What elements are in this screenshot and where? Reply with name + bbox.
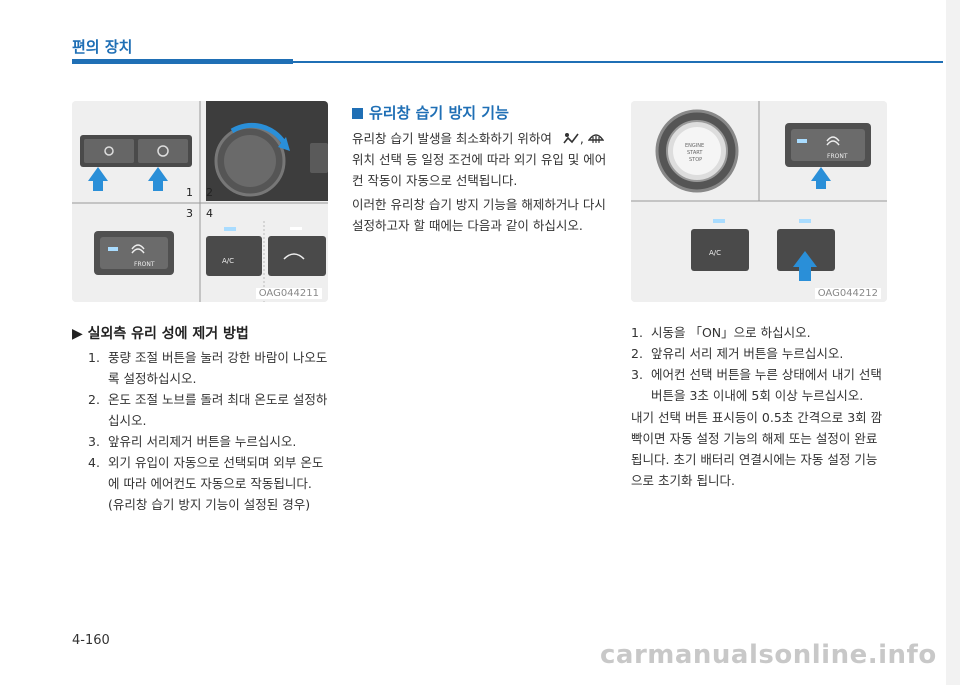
list-item: 4.외기 유입이 자동으로 선택되며 외부 온도에 따라 에어컨도 자동으로 작… (88, 455, 324, 512)
heading-bullet (352, 108, 363, 119)
svg-text:START: START (687, 150, 703, 156)
list-item: 1.시동을 「ON」으로 하십시오. (631, 325, 811, 340)
figure-label-3: 3 (186, 207, 193, 220)
figure-label-4: 4 (206, 207, 213, 220)
header-divider-thin (293, 61, 943, 63)
watermark: carmanualsonline.info (600, 640, 937, 670)
figure-right: ENGINE START STOP FRONT A/C OAG044212 (631, 101, 887, 302)
svg-text:FRONT: FRONT (827, 153, 848, 160)
middle-section-heading: 유리창 습기 방지 기능 (352, 102, 509, 123)
svg-text:A/C: A/C (709, 249, 721, 257)
list-item: 2.온도 조절 노브를 돌려 최대 온도로 설정하십시오. (88, 392, 328, 428)
middle-paragraph-1: 유리창 습기 발생을 최소화하기 위하여 , 위치 선택 등 일정 조건에 따라… (352, 129, 607, 188)
middle-section-title: 유리창 습기 방지 기능 (369, 104, 509, 122)
svg-text:FRONT: FRONT (134, 261, 155, 268)
svg-text:ENGINE: ENGINE (685, 143, 704, 149)
figure-left-code: OAG044211 (255, 288, 322, 299)
middle-paragraph-2: 이러한 유리창 습기 방지 기능을 해제하거나 다시 설정하고자 할 때에는 다… (352, 197, 606, 233)
figure-right-illustration: ENGINE START STOP FRONT A/C (631, 101, 887, 302)
figure-left: FRONT A/C 1 2 3 4 OAG044211 (72, 101, 328, 302)
header-divider-thick (72, 59, 293, 64)
figure-label-2: 2 (206, 186, 213, 199)
right-paragraph: 내기 선택 버튼 표시등이 0.5초 간격으로 3회 깜빡이면 자동 설정 기능… (631, 410, 883, 488)
list-item: 3.앞유리 서리제거 버튼을 누르십시오. (88, 434, 297, 449)
mode-icon (562, 129, 580, 144)
left-steps-list: 1.풍량 조절 버튼을 눌러 강한 바람이 나오도록 설정하십시오. 2.온도 … (88, 347, 332, 515)
page-number: 4-160 (72, 633, 110, 648)
right-steps-list: 1.시동을 「ON」으로 하십시오. 2.앞유리 서리 제거 버튼을 누르십시오… (631, 322, 887, 406)
left-section-title: ▶ 실외측 유리 성에 제거 방법 (72, 326, 249, 342)
list-item: 2.앞유리 서리 제거 버튼을 누르십시오. (631, 346, 844, 361)
chapter-title: 편의 장치 (72, 38, 133, 56)
figure-right-code: OAG044212 (814, 288, 881, 299)
svg-text:A/C: A/C (222, 257, 234, 265)
list-item: 3.에어컨 선택 버튼을 누른 상태에서 내기 선택 버튼을 3초 이내에 5회… (631, 367, 882, 403)
list-item: 1.풍량 조절 버튼을 눌러 강한 바람이 나오도록 설정하십시오. (88, 350, 328, 386)
svg-text:STOP: STOP (689, 157, 702, 163)
figure-label-1: 1 (186, 186, 193, 199)
defrost-icon (587, 129, 605, 143)
page-edge (946, 0, 960, 685)
figure-left-illustration: FRONT A/C 1 2 3 4 (72, 101, 328, 302)
